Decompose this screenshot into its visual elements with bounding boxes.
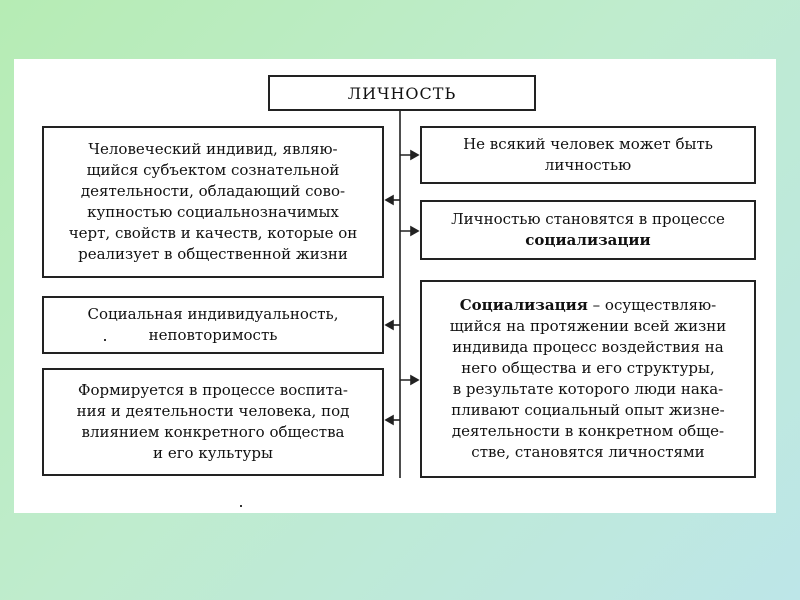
scan-speck: [104, 339, 106, 341]
left-box-individuality: Социальная индивидуальность, неповторимо…: [42, 296, 384, 354]
right-box-3-bold: Социализация: [459, 296, 588, 314]
title-node-lichnost: ЛИЧНОСТЬ: [268, 75, 536, 111]
right-box-2-text: Личностью становятся в процессе: [451, 210, 725, 228]
right-box-2-bold: социализации: [525, 231, 651, 249]
right-box-socialization-process: Личностью становятся в процессе социализ…: [420, 200, 756, 260]
left-box-definition: Человеческий индивид, являю- щийся субъе…: [42, 126, 384, 278]
right-box-3-text: – осуществляю- щийся на протяжении всей …: [449, 296, 727, 461]
right-box-not-every-person: Не всякий человек может быть личностью: [420, 126, 756, 184]
right-box-socialization-definition: Социализация – осуществляю- щийся на про…: [420, 280, 756, 478]
left-box-formation: Формируется в процессе воспита- ния и де…: [42, 368, 384, 476]
scan-speck: [240, 505, 242, 507]
